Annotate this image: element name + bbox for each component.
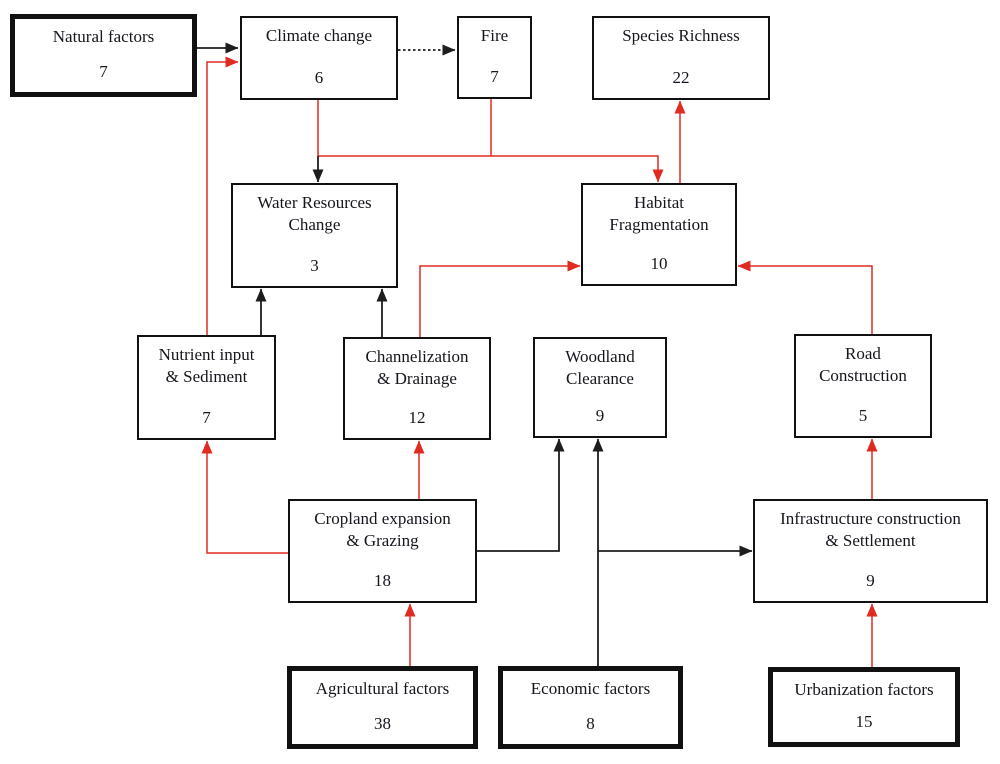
node-water-resources-change: Water Resources Change 3: [231, 183, 398, 288]
node-value: 12: [408, 407, 426, 427]
node-economic-factors: Economic factors 8: [498, 666, 683, 749]
node-value: 15: [855, 711, 873, 731]
node-label: Infrastructure construction & Settlement: [780, 509, 961, 551]
node-value: 3: [310, 255, 319, 275]
node-label: Urbanization factors: [794, 680, 934, 699]
node-label: Habitat Fragmentation: [609, 193, 709, 235]
node-natural-factors: Natural factors 7: [10, 14, 197, 97]
node-label: Species Richness: [622, 26, 740, 45]
node-infrastructure-settlement: Infrastructure construction & Settlement…: [753, 499, 988, 603]
node-value: 6: [314, 67, 324, 87]
channel-to-habitat-arrow: [419, 260, 581, 337]
node-species-richness: Species Richness 22: [592, 16, 770, 100]
node-value: 8: [586, 713, 595, 733]
node-label: Channelization & Drainage: [365, 347, 469, 389]
node-label: Nutrient input & Sediment: [158, 345, 255, 387]
node-label: Natural factors: [52, 27, 155, 46]
node-woodland-clearance: Woodland Clearance 9: [533, 337, 667, 438]
node-value: 7: [99, 61, 108, 81]
node-value: 18: [374, 570, 391, 590]
node-channelization-drainage: Channelization & Drainage 12: [343, 337, 491, 440]
collector-to-habitat-arrow: [318, 155, 664, 183]
node-value: 7: [202, 407, 211, 427]
node-cropland-expansion-grazing: Cropland expansion & Grazing 18: [288, 499, 477, 603]
node-agricultural-factors: Agricultural factors 38: [287, 666, 478, 749]
node-value: 7: [490, 66, 499, 86]
cropland-to-nutrient-arrow: [201, 440, 288, 554]
node-label: Economic factors: [530, 679, 651, 698]
node-climate-change: Climate change 6: [240, 16, 398, 100]
node-label: Woodland Clearance: [565, 347, 635, 389]
node-value: 9: [866, 570, 875, 590]
node-label: Water Resources Change: [257, 193, 372, 235]
node-habitat-fragmentation: Habitat Fragmentation 10: [581, 183, 737, 286]
cropland-to-woodland-arrow: [477, 438, 565, 552]
node-label: Agricultural factors: [315, 679, 450, 698]
node-fire: Fire 7: [457, 16, 532, 99]
nutrient-to-climate-arrow: [206, 56, 239, 335]
road-to-habitat-arrow: [737, 260, 873, 334]
node-value: 38: [374, 713, 391, 733]
node-value: 10: [650, 253, 668, 273]
node-label: Cropland expansion & Grazing: [314, 509, 451, 551]
node-value: 5: [858, 405, 868, 425]
node-label: Road Construction: [819, 344, 907, 386]
node-road-construction: Road Construction 5: [794, 334, 932, 438]
node-value: 9: [595, 405, 605, 425]
node-nutrient-input-sediment: Nutrient input & Sediment 7: [137, 335, 276, 440]
node-value: 22: [672, 67, 690, 87]
node-label: Climate change: [265, 26, 373, 45]
node-urbanization-factors: Urbanization factors 15: [768, 667, 960, 747]
node-label: Fire: [480, 26, 509, 45]
